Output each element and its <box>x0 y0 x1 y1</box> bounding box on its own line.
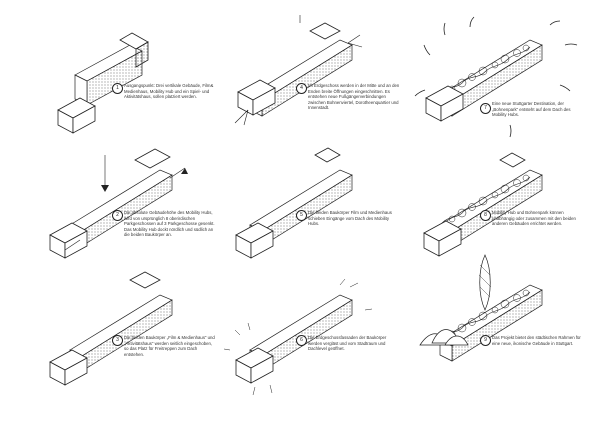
step-6-diagram <box>200 265 400 400</box>
step-number: 3 <box>112 335 123 346</box>
step-caption: Die beiden Baukörper Film und Medienhaus… <box>308 210 392 227</box>
step-5-diagram <box>235 140 353 259</box>
step-number: 7 <box>480 103 491 114</box>
step-8-diagram <box>423 140 543 257</box>
step-caption: Die absolute Gebäudehöhe des Mobility Hu… <box>124 210 215 238</box>
step-number: 2 <box>112 210 123 221</box>
step-caption: Im Erdgeschoss werden in der Mitte und a… <box>308 83 400 111</box>
step-2-panel: 2 Die absolute Gebäudehöhe des Mobility … <box>20 140 220 275</box>
step-5-panel: 5 Die beiden Baukörper Film und Medienha… <box>200 140 400 275</box>
step-6-panel: 6 Die Erdgeschossfassaden der Baukörper … <box>200 265 400 400</box>
step-caption: Eine neue Stuttgarter Destination, der „… <box>492 101 571 118</box>
step-7-diagram <box>400 15 600 150</box>
step-number: 4 <box>296 83 307 94</box>
step-number: 9 <box>480 335 491 346</box>
step-7-panel: 7 Eine neue Stuttgarter Destination, der… <box>400 15 600 150</box>
step-3-diagram <box>49 265 173 386</box>
step-caption: Die Erdgeschossfassaden der Baukörper we… <box>308 335 387 352</box>
step-number: 6 <box>296 335 307 346</box>
step-9-diagram <box>400 245 543 362</box>
step-3-panel: 3 Die beiden Baukörper „Film & Medienhau… <box>20 265 220 400</box>
step-caption: Das Projekt bietet den städtischen Rahme… <box>492 335 581 346</box>
step-9-panel: 9 Das Projekt bietet den städtischen Rah… <box>400 245 600 380</box>
step-4-panel: 4 Im Erdgeschoss werden in der Mitte und… <box>200 15 400 150</box>
step-caption: Die beiden Baukörper „Film & Medienhaus“… <box>124 335 215 357</box>
step-number: 1 <box>112 83 123 94</box>
step-4-diagram <box>200 15 400 150</box>
step-1-diagram <box>57 15 220 134</box>
step-number: 8 <box>480 210 491 221</box>
step-number: 5 <box>296 210 307 221</box>
step-2-diagram <box>49 140 188 259</box>
step-1-panel: 1 Ausgangspunkt: Drei vertikale Gebäude,… <box>20 15 220 150</box>
step-caption: Mobility Hub und Bohnenpark können unabh… <box>492 210 576 227</box>
step-8-panel: 8 Mobility Hub und Bohnenpark können una… <box>400 140 600 275</box>
step-caption: Ausgangspunkt: Drei vertikale Gebäude, F… <box>124 83 214 100</box>
